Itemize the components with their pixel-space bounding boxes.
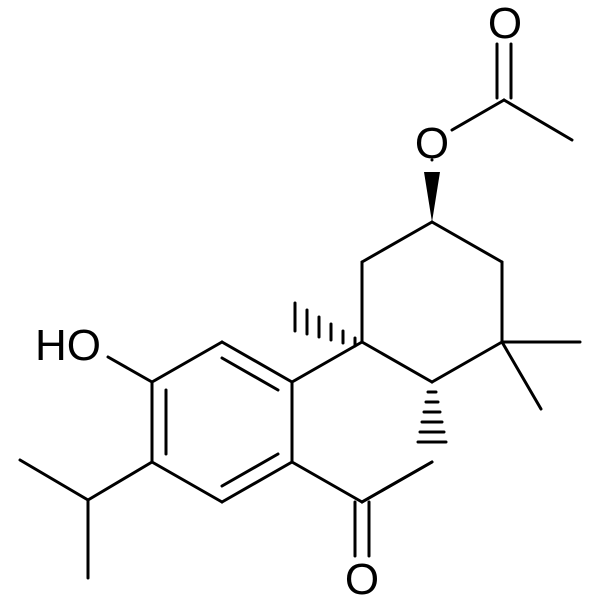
ring-a-bond-6 [360,220,434,264]
isopropyl-bond-1 [86,460,154,502]
ketone-oxygen-label: O [345,555,379,600]
isopropyl-bond-2 [18,458,90,502]
acetate-ester-bond [450,98,506,132]
ketone-group [353,500,371,558]
c10-hashed-methyl [293,301,357,348]
hydroxyl-label: HO [35,321,101,370]
c5-hashed-bond [416,390,448,444]
ring-c-bond-4 [150,460,224,504]
acetate-ester-oxygen-label: O [415,119,449,168]
ring-c-inner-3 [220,452,280,488]
ring-a-bond-1 [430,220,504,264]
gem-dimethyl [500,340,582,411]
isopropyl-group [18,458,154,580]
ring-c-aromatic [150,340,294,504]
acetate-group [430,42,574,162]
ring-c-bond-5 [220,460,294,504]
ring-b [290,340,434,504]
acetate-methyl-bond [502,98,574,142]
ring-b-methyl-stub [360,460,434,504]
ring-c-bond-1 [220,340,294,384]
c3-wedge-bond [424,172,440,222]
ring-c-bond-2 [150,340,224,384]
ring-c-inner-1 [220,356,280,392]
acetate-carbonyl-oxygen-label: O [488,0,522,48]
ring-b-bond-1 [290,340,364,384]
c4-methyl-bond-2 [500,340,543,411]
ring-a [360,220,504,384]
hydroxyl-bond [106,355,154,384]
ring-a-bond-4 [360,340,434,384]
ring-b-bond-3 [290,460,364,504]
ring-a-bond-3 [430,340,504,384]
